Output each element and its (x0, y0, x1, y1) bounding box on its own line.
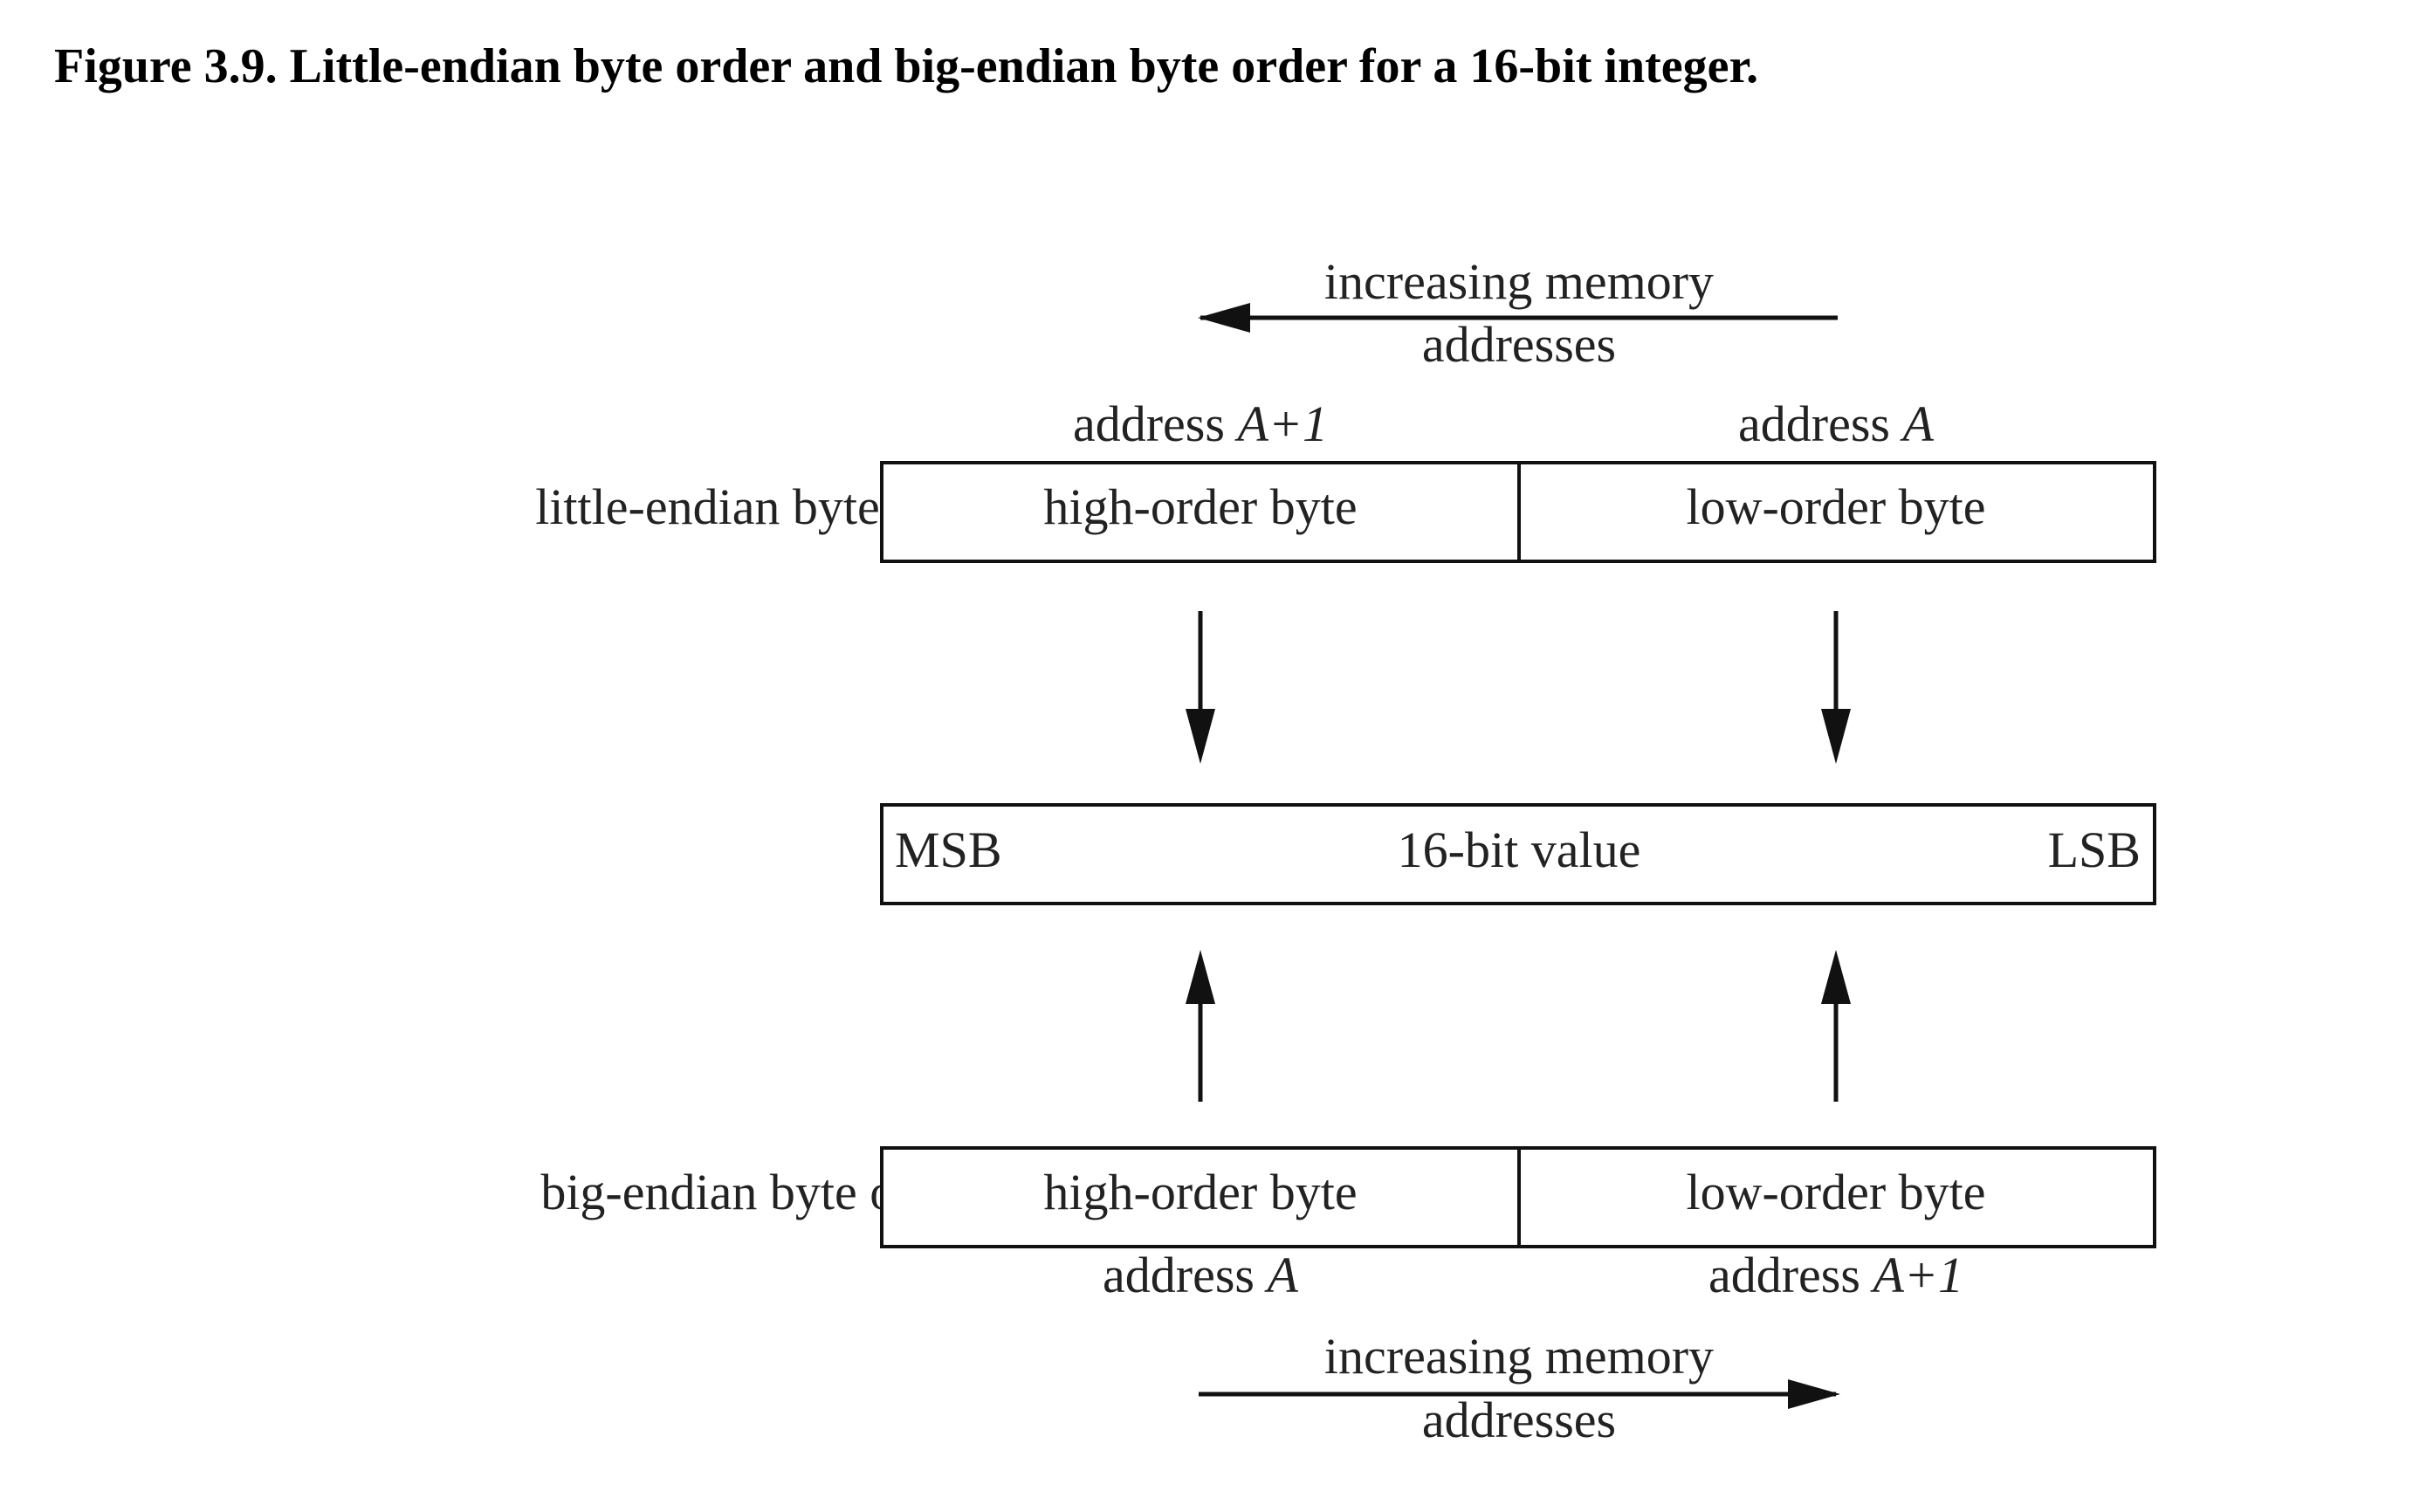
le-direction-arrow-left-icon (1198, 303, 1250, 333)
le-right-down-arrow-icon (1821, 709, 1851, 764)
be-direction-line1: increasing memory (1324, 1328, 1714, 1385)
le-right-cell: low-order byte (1686, 478, 1985, 535)
be-right-up-arrow-icon (1821, 950, 1851, 1004)
be-right-cell: low-order byte (1686, 1164, 1985, 1220)
le-direction-line1: increasing memory (1324, 253, 1714, 310)
be-direction-arrow-right-icon (1788, 1379, 1840, 1409)
le-left-down-arrow-icon (1186, 709, 1215, 764)
le-direction-line2: addresses (1422, 316, 1616, 373)
be-left-up-arrow-icon (1186, 950, 1215, 1004)
value-box (880, 803, 2156, 905)
le-left-cell: high-order byte (1043, 478, 1357, 535)
be-left-address: address A (1103, 1247, 1298, 1303)
value-lsb: LSB (2048, 821, 2141, 878)
le-left-address: address A+1 (1073, 395, 1328, 452)
be-right-address: address A+1 (1708, 1247, 1963, 1303)
le-right-address: address A (1738, 395, 1934, 452)
be-direction-line2: addresses (1422, 1392, 1616, 1448)
figure-caption: Figure 3.9. Little-endian byte order and… (54, 39, 1759, 93)
be-left-cell: high-order byte (1043, 1164, 1357, 1220)
value-center: 16-bit value (1398, 821, 1641, 878)
value-msb: MSB (895, 821, 1002, 878)
